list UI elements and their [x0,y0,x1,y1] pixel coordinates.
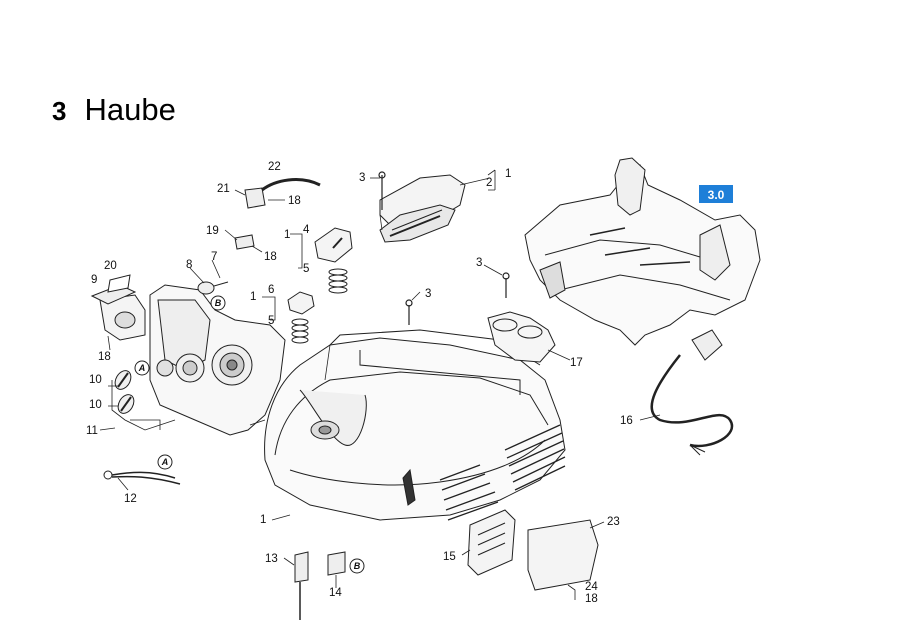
marker-a: A [134,360,150,376]
side-panel-part-23 [527,519,599,591]
svg-text:B: B [215,298,222,308]
svg-text:A: A [161,457,169,467]
section-title: Haube [84,92,176,127]
label-6: 6 [268,284,274,296]
label-18: 18 [288,195,301,207]
plug-part-8 [197,281,229,295]
spring-part-5-lower [291,318,309,344]
label-10: 10 [89,399,102,411]
base-frame [524,157,761,346]
valve-cap-part-4 [314,227,353,263]
label-19: 19 [206,225,219,237]
part-labels: 22 21 18 3 1 2 19 18 1 4 5 8 7 20 9 1 6 … [86,161,633,605]
terminal-part-14 [327,551,346,576]
badge-background [699,185,733,203]
label-5: 5 [303,263,309,275]
switch-housing-part-9 [90,274,146,341]
badge-text: 3.0 [708,188,725,202]
label-1: 1 [260,514,266,526]
leader-lines [99,169,661,600]
svg-text:A: A [138,363,146,373]
label-1: 1 [284,229,290,241]
label-1: 1 [250,291,256,303]
label-18: 18 [585,593,598,605]
label-4: 4 [303,224,310,236]
label-14: 14 [329,587,342,599]
label-12: 12 [124,493,137,505]
spring-part-5-upper [328,268,348,294]
label-7: 7 [211,251,217,263]
marker-a-wire: A [157,454,173,470]
connector-part-13 [294,551,309,620]
label-15: 15 [443,551,456,563]
label-5: 5 [268,315,274,327]
label-3: 3 [476,257,482,269]
label-16: 16 [620,415,633,427]
power-cord [650,329,734,456]
valve-cap-part-6 [287,291,315,315]
grille-cover-part-15 [467,509,516,576]
label-24: 24 [585,581,598,593]
wire-part-12 [103,470,181,485]
label-8: 8 [186,259,192,271]
bracket-part-17 [487,311,556,363]
label-1: 1 [505,168,511,180]
svg-text:B: B [354,561,361,571]
housing-grille [439,424,566,521]
marker-b: B [210,295,226,311]
plate-part-19 [234,234,255,250]
cable-guide-part-21 [244,178,321,209]
control-panel [149,284,286,436]
label-22: 22 [268,161,281,173]
label-13: 13 [265,553,278,565]
label-21: 21 [217,183,230,195]
label-11: 11 [86,425,98,437]
carry-handle [379,174,466,243]
label-18: 18 [264,251,277,263]
label-2: 2 [486,177,492,189]
label-9: 9 [91,274,97,286]
marker-b-terminal: B [349,558,365,574]
label-3: 3 [359,172,365,184]
main-housing [264,329,566,521]
label-3: 3 [425,288,431,300]
screws-part-3 [378,171,510,325]
label-20: 20 [104,260,117,272]
label-17: 17 [570,357,583,369]
label-10: 10 [89,374,102,386]
section-number: 3 [52,96,67,126]
label-18: 18 [98,351,111,363]
rotary-knobs [114,370,135,414]
reference-badge: 3.0 [699,185,733,203]
label-23: 23 [607,516,620,528]
page-header: 3 Haube [52,92,176,128]
